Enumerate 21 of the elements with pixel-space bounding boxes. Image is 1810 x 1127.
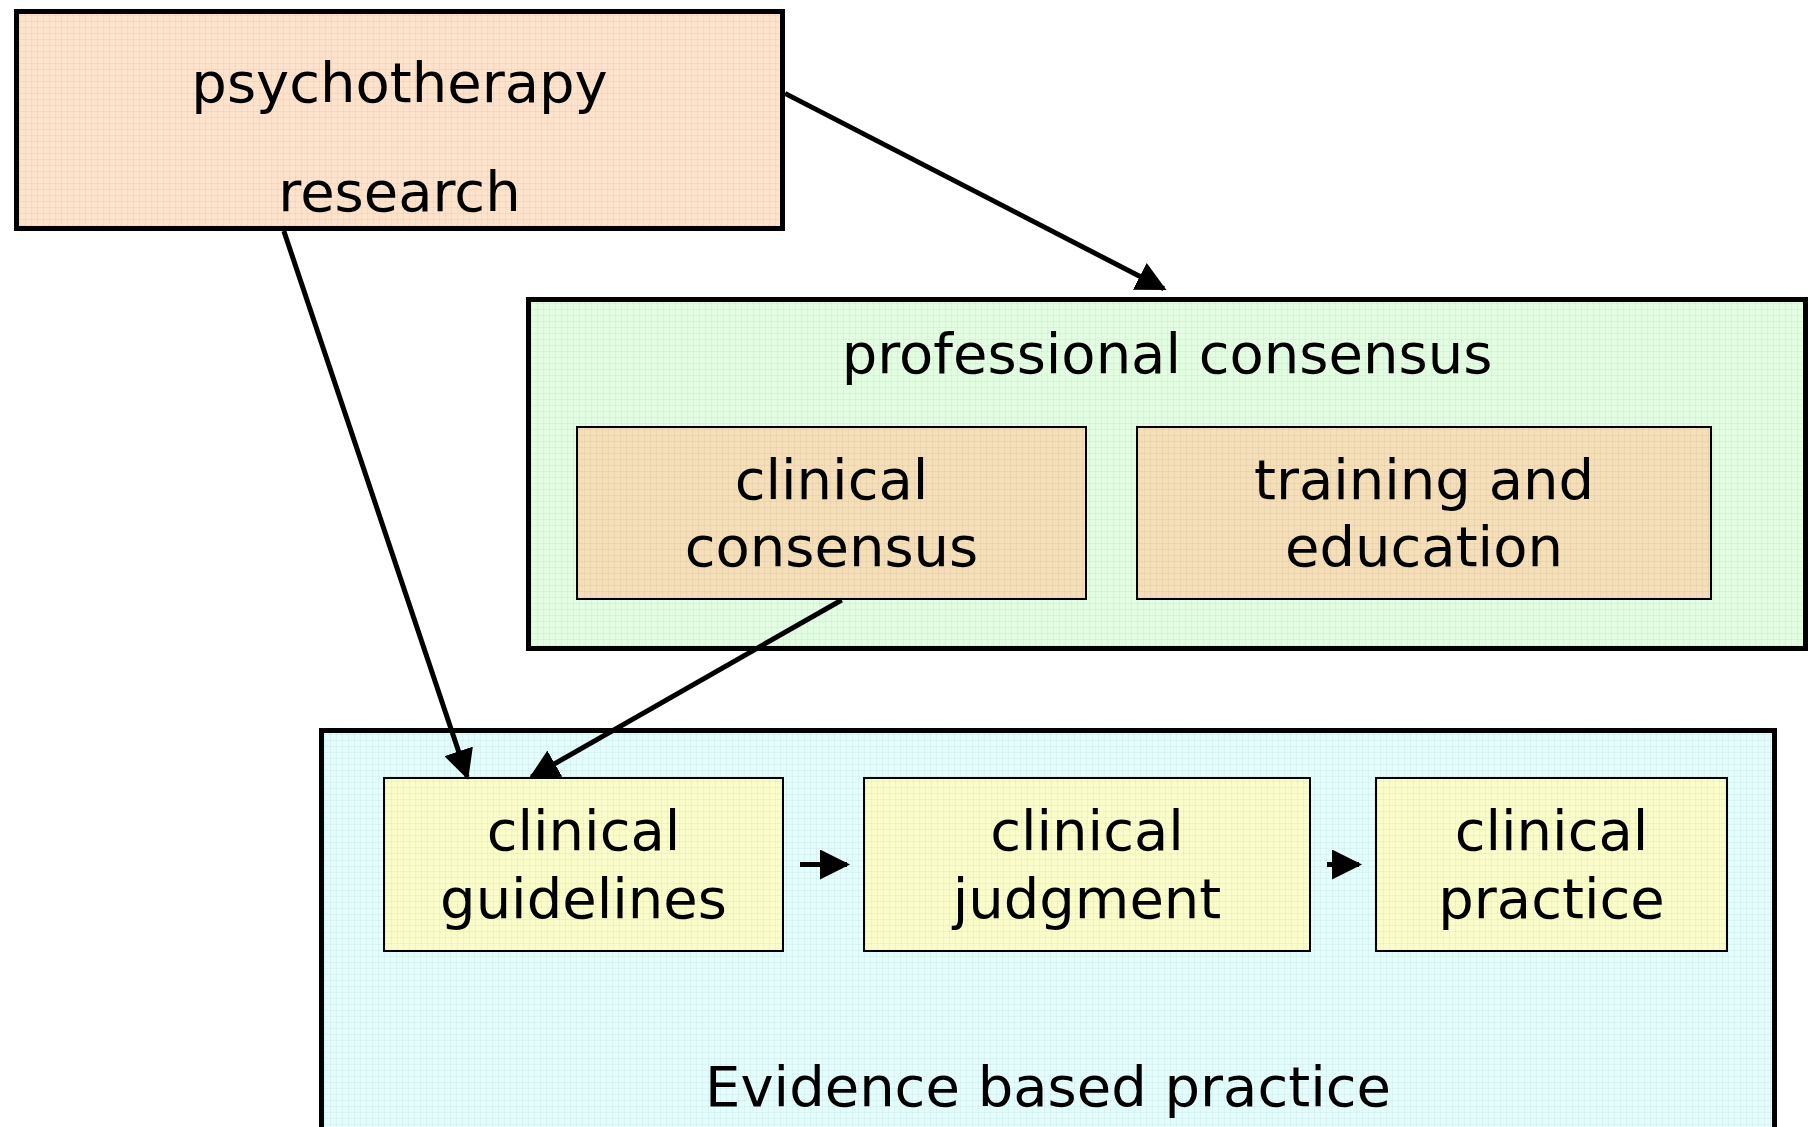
arrow: [800, 849, 850, 880]
process-box: [863, 777, 1311, 952]
node-label: clinical consensus: [683, 445, 980, 581]
process-box: [1375, 777, 1728, 952]
consensus-panel: [526, 297, 1808, 651]
panel-title: professional consensus: [840, 320, 1494, 388]
process-box: [576, 426, 1087, 600]
process-box: [383, 777, 784, 952]
panel-title: Evidence based practice: [704, 1053, 1392, 1121]
node-label: psychotherapy research: [190, 49, 609, 227]
node-label: clinical practice: [1437, 797, 1666, 932]
arrow: [528, 597, 843, 780]
node-label: clinical judgment: [950, 797, 1223, 932]
research-box: [14, 9, 785, 231]
process-box: [1136, 426, 1712, 600]
practice-panel: [319, 728, 1777, 1127]
arrow: [783, 91, 1167, 291]
node-label: training and education: [1252, 445, 1596, 581]
arrow: [281, 230, 473, 780]
node-label: clinical guidelines: [439, 797, 728, 932]
arrow: [1327, 849, 1362, 880]
